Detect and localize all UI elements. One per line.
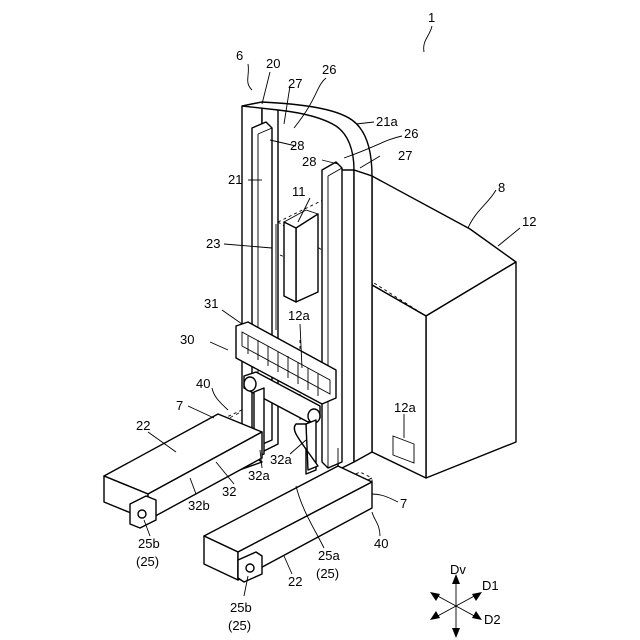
label-12a-top: 12a xyxy=(288,308,310,323)
label-26-top: 26 xyxy=(322,62,336,77)
label-11: 11 xyxy=(292,184,306,199)
leg-22-left xyxy=(104,414,262,528)
label-7-right: 7 xyxy=(400,496,407,511)
label-31: 31 xyxy=(204,296,218,311)
label-40-right: 40 xyxy=(374,536,388,551)
label-28-right: 28 xyxy=(302,154,316,169)
label-21: 21 xyxy=(228,172,242,187)
label-32: 32 xyxy=(222,484,236,499)
label-25-right: (25) xyxy=(228,618,251,633)
label-25b-left: 25b xyxy=(138,536,160,551)
label-32b: 32b xyxy=(188,498,210,513)
label-12a-side: 12a xyxy=(394,400,416,415)
label-27-right: 27 xyxy=(398,148,412,163)
label-40-left: 40 xyxy=(196,376,210,391)
main-body-8 xyxy=(372,176,516,478)
label-26-right: 26 xyxy=(404,126,418,141)
label-28-left: 28 xyxy=(290,138,304,153)
label-30: 30 xyxy=(180,332,194,347)
label-32a-left: 32a xyxy=(248,468,270,483)
direction-d2-label: D2 xyxy=(484,612,501,627)
label-22-right: 22 xyxy=(288,574,302,589)
label-25a: 25a xyxy=(318,548,340,563)
label-21a: 21a xyxy=(376,114,398,129)
label-7-left: 7 xyxy=(176,398,183,413)
label-12: 12 xyxy=(522,214,536,229)
label-27-top: 27 xyxy=(288,76,302,91)
label-6: 6 xyxy=(236,48,243,63)
direction-indicator: Dv D1 D2 xyxy=(430,562,501,638)
label-22-left: 22 xyxy=(136,418,150,433)
direction-dv-label: Dv xyxy=(450,562,466,577)
direction-d1-label: D1 xyxy=(482,578,499,593)
unit-11 xyxy=(284,210,318,302)
label-32a-right: 32a xyxy=(270,452,292,467)
label-23: 23 xyxy=(206,236,220,251)
label-25b-right: 25b xyxy=(230,600,252,615)
label-8: 8 xyxy=(498,180,505,195)
label-20: 20 xyxy=(266,56,280,71)
label-25-left: (25) xyxy=(136,554,159,569)
label-1: 1 xyxy=(428,10,435,25)
label-25-mid: (25) xyxy=(316,566,339,581)
